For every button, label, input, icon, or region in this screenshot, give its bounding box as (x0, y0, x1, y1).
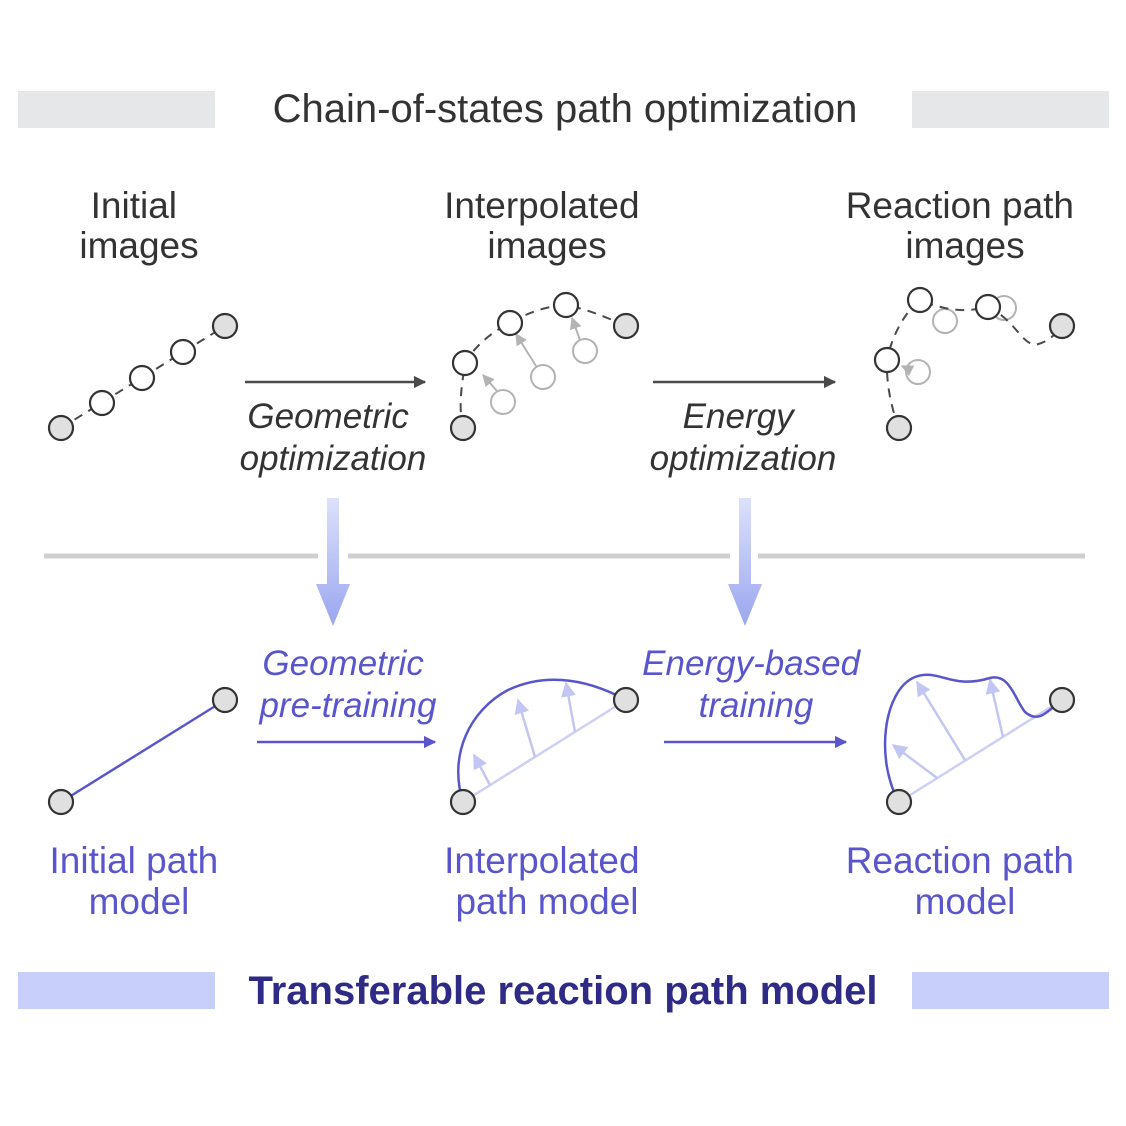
top-interpolated-label: Interpolated images (444, 185, 650, 266)
reaction-images-chain (873, 286, 1076, 442)
header-title: Chain-of-states path optimization (273, 87, 858, 131)
top-initial-label: Initial images (79, 185, 198, 266)
footer-bar-left (18, 972, 215, 1009)
top-initial-label-line2: images (79, 225, 198, 266)
top-reaction-label: Reaction path images (846, 185, 1085, 266)
bottom-interpolated-label-line1: Interpolated (444, 840, 639, 881)
bottom-interpolated-label: Interpolated path model (444, 840, 650, 922)
bottom-reaction-label-line2: model (915, 881, 1016, 922)
top-reaction-label-line2: images (905, 225, 1024, 266)
energy-training-label: Energy-based training (642, 644, 870, 725)
bottom-initial-label: Initial path model (50, 840, 229, 922)
geometric-optimization-line2: optimization (240, 439, 427, 478)
geometric-optimization-line1: Geometric (247, 397, 409, 436)
bottom-reaction-label: Reaction path model (846, 840, 1085, 922)
header-bar-left (18, 91, 215, 128)
energy-optimization-line1: Energy (683, 397, 796, 436)
top-interpolated-label-line2: images (487, 225, 606, 266)
reaction-path-model (883, 673, 1076, 816)
interpolated-path-model (449, 678, 640, 816)
bottom-initial-label-line2: model (89, 881, 190, 922)
initial-images-chain (47, 312, 239, 442)
down-arrow-left (316, 498, 350, 626)
geometric-pretraining-label: Geometric pre-training (258, 644, 437, 725)
top-reaction-label-line1: Reaction path (846, 185, 1074, 226)
energy-optimization-line2: optimization (650, 439, 837, 478)
geometric-pretraining-line1: Geometric (262, 644, 424, 683)
energy-training-line2: training (699, 686, 814, 725)
top-interpolated-label-line1: Interpolated (444, 185, 639, 226)
initial-path-model (47, 686, 239, 816)
bottom-reaction-label-line1: Reaction path (846, 840, 1074, 881)
energy-training-line1: Energy-based (642, 644, 861, 683)
interpolated-images-chain (449, 291, 640, 442)
header-bar-right (912, 91, 1109, 128)
bottom-interpolated-label-line2: path model (455, 881, 638, 922)
down-arrow-right (728, 498, 762, 626)
footer-title: Transferable reaction path model (248, 969, 877, 1013)
top-initial-label-line1: Initial (91, 185, 177, 226)
footer-bar-right (912, 972, 1109, 1009)
geometric-pretraining-line2: pre-training (258, 686, 437, 725)
geometric-optimization-label: Geometric optimization (240, 397, 427, 478)
energy-optimization-label: Energy optimization (650, 397, 837, 478)
bottom-initial-label-line1: Initial path (50, 840, 219, 881)
